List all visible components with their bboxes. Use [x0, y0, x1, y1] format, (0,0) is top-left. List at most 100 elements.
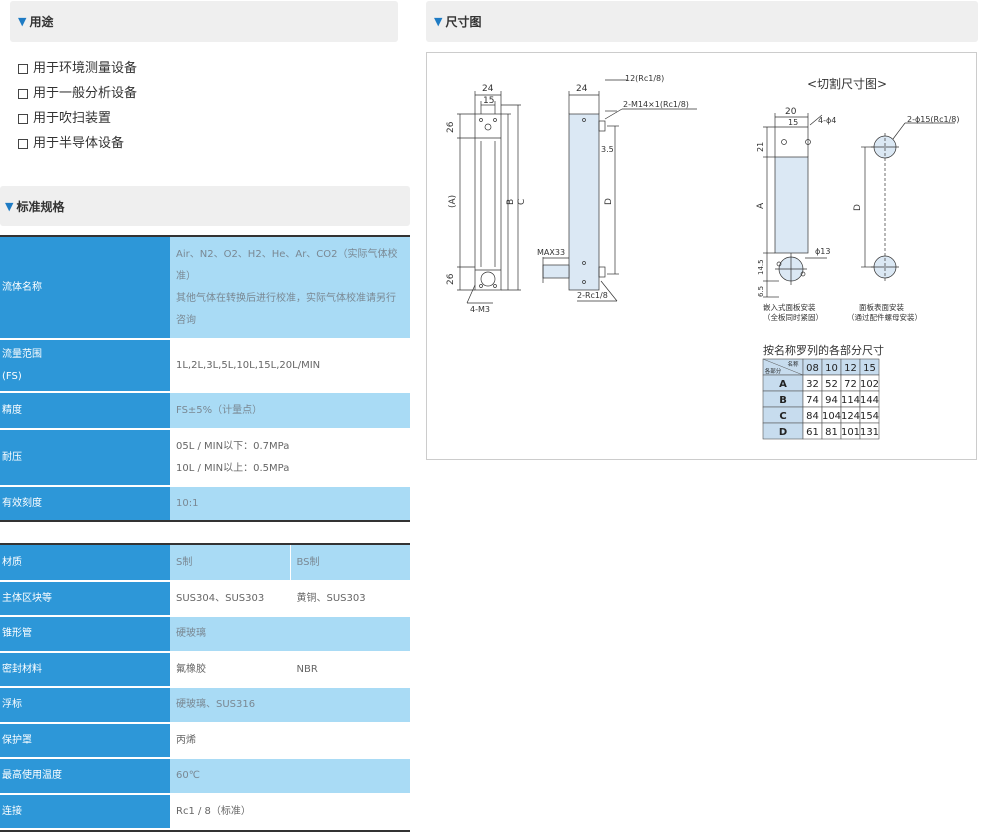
caption: 嵌入式面板安装	[763, 302, 816, 312]
list-item: 用于环境测量设备	[18, 56, 137, 81]
table-row: 浮标硬玻璃、SUS316	[0, 687, 410, 724]
row-value: 60℃	[170, 758, 410, 795]
row-label: 锥形管	[0, 616, 170, 653]
cut-title: <切割尺寸图>	[807, 76, 887, 91]
table-cell-text: 154	[860, 411, 879, 422]
row-value: FS±5%（计量点）	[170, 392, 410, 430]
table-cell	[859, 422, 880, 440]
uses-header: ▼ 用途	[10, 1, 398, 42]
table-header-text: 15	[863, 363, 876, 374]
dim-label: 4-ϕ4	[818, 116, 836, 125]
caption: 面板表面安装	[859, 302, 904, 312]
dim-label: 3.5	[601, 145, 614, 154]
checkbox-square-icon	[18, 113, 28, 124]
row-value: SUS304、SUS303	[170, 581, 290, 617]
checkbox-square-icon	[18, 63, 28, 74]
table-cell-text: 124	[841, 411, 860, 422]
table-cell-text: 81	[825, 427, 838, 438]
checkbox-square-icon	[18, 138, 28, 149]
dim-label: 24	[482, 84, 494, 94]
row-label: 密封材料	[0, 652, 170, 688]
triangle-down-icon: ▼	[434, 15, 443, 28]
dim-label: B	[506, 199, 516, 205]
spec-table-1: 流体名称 Air、N2、O2、H2、He、Ar、CO2（实际气体校 准） 其他气…	[0, 237, 410, 523]
table-cell-text: 84	[806, 411, 819, 422]
row-label: 材质	[0, 545, 170, 582]
row-value-2: NBR	[289, 652, 410, 688]
dim-label: A	[756, 202, 766, 209]
list-item: 用于半导体设备	[18, 131, 137, 156]
row-value-2: BS制	[289, 545, 410, 582]
triangle-down-icon: ▼	[5, 199, 14, 213]
table-cell-text: 61	[806, 427, 819, 438]
table-row: 耐压 05L / MIN以下：0.7MPa 10L / MIN以上：0.5MPa	[0, 429, 410, 487]
table-cell-text: 104	[822, 411, 841, 422]
triangle-down-icon: ▼	[18, 15, 27, 28]
dim-label: ϕ13	[815, 247, 830, 256]
checkbox-square-icon	[18, 88, 28, 99]
dim-label: 24	[576, 84, 588, 94]
table-cell-text: 32	[806, 379, 819, 390]
table-header-text: 08	[806, 363, 819, 374]
table-row: 流量范围 (FS) 1L,2L,3L,5L,10L,15L,20L/MIN	[0, 339, 410, 393]
row-value: 1L,2L,3L,5L,10L,15L,20L/MIN	[170, 339, 410, 393]
dim-label: 20	[785, 107, 797, 117]
caption: （通过配件螺母安装）	[847, 312, 922, 322]
dim-label: 2-Rc1/8	[577, 291, 608, 300]
row-value: 氟橡胶	[170, 652, 290, 688]
dim-label: MAX33	[537, 248, 565, 257]
dim-label: 14.5	[757, 259, 765, 275]
dim-label: 15	[788, 118, 798, 127]
table-row: 有效刻度 10:1	[0, 486, 410, 523]
row-label: 保护罩	[0, 723, 170, 759]
dim-label: 21	[756, 142, 765, 152]
table-header-text: 12	[844, 363, 857, 374]
table-row-key: D	[779, 427, 787, 438]
spec-title: 标准规格	[16, 199, 65, 214]
row-value: 丙烯	[170, 723, 410, 759]
row-value: Rc1 / 8（标准）	[170, 794, 410, 830]
uses-list: 用于环境测量设备 用于一般分析设备 用于吹扫装置 用于半导体设备	[18, 56, 137, 156]
row-label: 流体名称	[0, 237, 170, 340]
table-cell-text: 101	[841, 427, 860, 438]
table-cell-text: 52	[825, 379, 838, 390]
row-label: 精度	[0, 392, 170, 430]
dim-table-title: 按名称罗列的各部分尺寸	[763, 343, 884, 357]
dim-label: 26	[446, 273, 456, 285]
table-cell-text: 131	[860, 427, 879, 438]
row-label: 有效刻度	[0, 486, 170, 523]
caption: （全板同时紧固）	[763, 312, 823, 322]
table-row: 精度 FS±5%（计量点）	[0, 392, 410, 430]
table-row: 保护罩丙烯	[0, 723, 410, 759]
row-value: 05L / MIN以下：0.7MPa 10L / MIN以上：0.5MPa	[170, 429, 410, 487]
row-label: 耐压	[0, 429, 170, 487]
table-bottom-rule	[0, 830, 410, 832]
row-value: Air、N2、O2、H2、He、Ar、CO2（实际气体校 准） 其他气体在转换后…	[170, 237, 410, 340]
table-header-text: 10	[825, 363, 838, 374]
dimension-svg: 24 15 26 (A) 26 B C 4-M3 24 12(Rc1/8) 2-…	[446, 74, 960, 440]
row-label: 主体区块等	[0, 581, 170, 617]
row-label: 连接	[0, 794, 170, 830]
row-value: 硬玻璃	[170, 616, 410, 653]
table-cell-text: 74	[806, 395, 819, 406]
table-cell-text: 144	[860, 395, 879, 406]
table-corner-label: 名称	[787, 360, 799, 368]
table-row: 流体名称 Air、N2、O2、H2、He、Ar、CO2（实际气体校 准） 其他气…	[0, 237, 410, 340]
dim-label: C	[517, 199, 527, 205]
dim-header: ▼ 尺寸图	[426, 1, 978, 42]
table-corner-diagonal	[762, 358, 804, 376]
table-bottom-rule	[0, 520, 410, 522]
table-cell-text: 94	[825, 395, 838, 406]
dimension-drawing: 24 15 26 (A) 26 B C 4-M3 24 12(Rc1/8) 2-…	[426, 52, 977, 460]
dim-label: (A)	[448, 195, 458, 208]
uses-title: 用途	[29, 15, 54, 29]
dim-title: 尺寸图	[445, 15, 482, 29]
table-top-rule	[0, 235, 410, 237]
